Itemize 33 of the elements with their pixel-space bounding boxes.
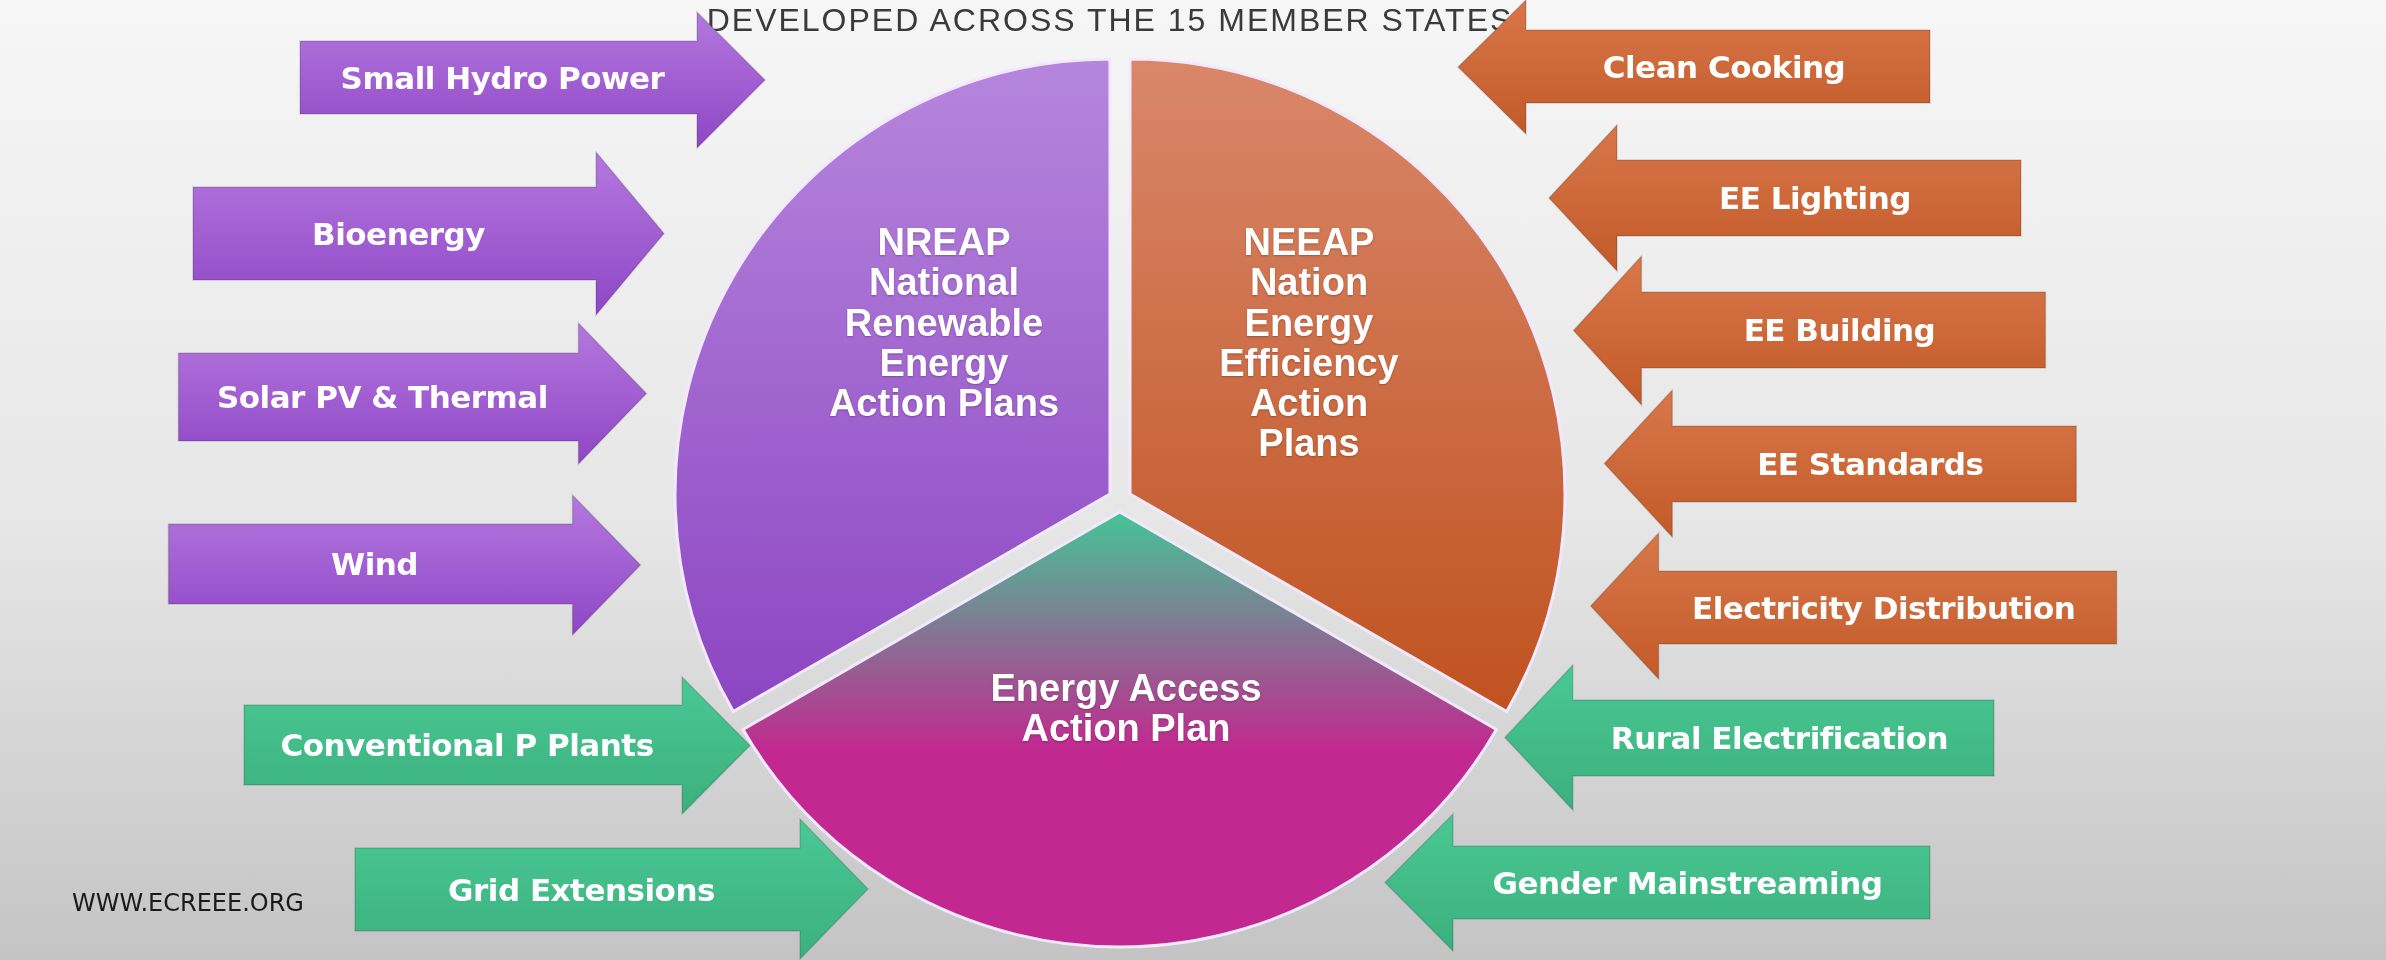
segment-heading: NREAP bbox=[876, 222, 1012, 263]
footer-url: WWW.ECREEE.ORG bbox=[72, 889, 304, 917]
block-arrow bbox=[1383, 812, 1931, 953]
edge-label: Wind bbox=[329, 545, 420, 584]
block-arrow bbox=[192, 149, 665, 318]
edge-label: Solar PV & Thermal bbox=[215, 378, 549, 417]
segment-label: National Renewable Energy Action Plans bbox=[827, 262, 1061, 424]
block-arrow bbox=[1589, 531, 2118, 681]
block-arrow bbox=[243, 675, 752, 816]
block-arrow bbox=[167, 493, 642, 637]
block-arrow bbox=[1456, 0, 1931, 136]
edge-label: Conventional P Plants bbox=[279, 726, 655, 765]
edge-label: Clean Cooking bbox=[1601, 47, 1847, 87]
block-arrow bbox=[1503, 663, 1995, 812]
segment-heading: NEEAP bbox=[1242, 222, 1376, 263]
pie-segment bbox=[1130, 59, 1566, 712]
edge-label: Electricity Distribution bbox=[1690, 588, 2077, 628]
segment-label: Energy Access Action Plan bbox=[989, 668, 1263, 749]
edge-label: Small Hydro Power bbox=[339, 58, 666, 98]
block-arrow bbox=[177, 321, 648, 466]
edge-label: Grid Extensions bbox=[447, 870, 716, 910]
edge-label: Bioenergy bbox=[311, 214, 486, 254]
block-arrow bbox=[1547, 123, 2022, 273]
segment-label: Nation Energy Efficiency Action Plans bbox=[1218, 262, 1400, 464]
block-arrow bbox=[299, 10, 767, 150]
edge-label: EE Lighting bbox=[1718, 179, 1912, 218]
edge-label: Rural Electrification bbox=[1609, 719, 1949, 758]
block-arrow bbox=[354, 817, 870, 960]
edge-label: Gender Mainstreaming bbox=[1491, 863, 1884, 903]
block-arrow bbox=[1572, 254, 2047, 407]
edge-label: EE Standards bbox=[1756, 445, 1985, 484]
edge-label: EE Building bbox=[1742, 311, 1937, 350]
block-arrow bbox=[1603, 388, 2078, 539]
